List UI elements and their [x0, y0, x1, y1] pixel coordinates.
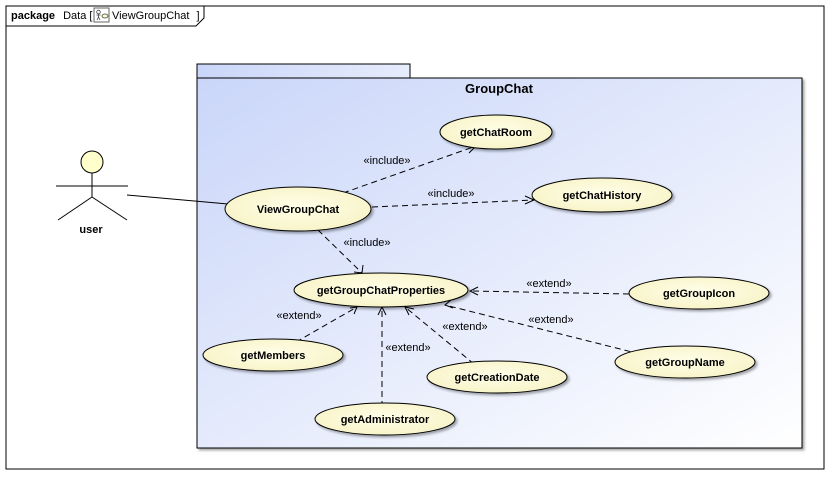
usecase-ellipse	[293, 272, 469, 308]
association-user-viewgroupchat[interactable]	[126, 194, 229, 205]
usecase-getgroupchatproperties[interactable]: getGroupChatProperties	[293, 272, 469, 308]
arrowhead-chathistory	[524, 195, 536, 205]
usecase-getmembers[interactable]: getMembers	[202, 338, 344, 372]
usecase-ellipse	[202, 338, 344, 372]
usecase-label: getCreationDate	[455, 372, 540, 384]
usecase-ellipse	[314, 402, 456, 436]
usecase-ellipse	[426, 360, 568, 394]
arrowhead-members	[349, 306, 358, 315]
usecase-getgroupname[interactable]: getGroupName	[614, 345, 756, 379]
stereotype-extend-groupicon: «extend»	[526, 278, 571, 290]
svg-text:package Data [: package Data [	[11, 10, 92, 22]
usecase-label: getAdministrator	[341, 414, 430, 426]
arrowhead-groupicon	[468, 286, 479, 296]
stereotype-extend-groupname: «extend»	[528, 314, 573, 326]
usecase-getgroupicon[interactable]: getGroupIcon	[628, 276, 770, 310]
usecase-ellipse	[628, 276, 770, 310]
usecase-ellipse	[614, 345, 756, 379]
stereotype-extend-administrator: «extend»	[385, 342, 430, 354]
stereotype-include-properties: «include»	[343, 237, 390, 249]
usecase-ellipse	[439, 114, 553, 150]
stereotype-include-chatroom: «include»	[363, 155, 410, 167]
actor-right-leg	[91, 196, 128, 221]
frame-diagram-name[interactable]: ViewGroupChat	[112, 10, 189, 22]
stereotype-include-chathistory: «include»	[427, 188, 474, 200]
stereotype-extend-creationdate: «extend»	[442, 321, 487, 333]
subject-name: GroupChat	[465, 81, 534, 96]
usecase-ellipse	[224, 186, 372, 232]
usecase-getchathistory[interactable]: getChatHistory	[531, 177, 673, 213]
arrowhead-groupname	[444, 299, 454, 309]
include-edge-properties[interactable]	[317, 229, 363, 274]
svg-text:ViewGroupChat ]: ViewGroupChat ]	[112, 10, 200, 22]
usecase-label: ViewGroupChat	[257, 204, 340, 216]
frame-keyword: package	[11, 10, 55, 22]
extend-edge-creationdate[interactable]	[404, 306, 475, 365]
extend-edge-groupname[interactable]	[444, 304, 641, 355]
use-case-diagram-icon	[93, 7, 110, 23]
usecase-getadministrator[interactable]: getAdministrator	[314, 402, 456, 436]
usecase-getcreationdate[interactable]: getCreationDate	[426, 360, 568, 394]
include-edge-chatroom[interactable]	[342, 145, 477, 194]
usecase-ellipse	[531, 177, 673, 213]
frame-name-suffix: ]	[197, 10, 200, 22]
extend-edge-members[interactable]	[295, 306, 358, 343]
usecase-label: getGroupChatProperties	[317, 285, 445, 297]
actor-name: user	[79, 224, 103, 236]
subject-tab	[196, 63, 411, 79]
arrowhead-creationdate	[404, 306, 415, 316]
usecase-label: getChatRoom	[460, 127, 532, 139]
usecase-getchatroom[interactable]: getChatRoom	[439, 114, 553, 150]
extend-edge-groupicon[interactable]	[469, 290, 630, 295]
include-edge-chathistory[interactable]	[371, 199, 535, 208]
usecase-label: getMembers	[241, 350, 306, 362]
actor-head	[80, 150, 104, 174]
actor-user[interactable]: user	[56, 150, 128, 236]
actor-left-leg	[57, 196, 93, 221]
frame-name-prefix: Data [	[63, 10, 92, 22]
usecase-viewgroupchat[interactable]: ViewGroupChat	[224, 186, 372, 232]
usecase-label: getGroupIcon	[663, 288, 735, 300]
usecase-label: getGroupName	[645, 357, 724, 369]
usecase-label: getChatHistory	[563, 190, 643, 202]
stereotype-extend-members: «extend»	[276, 310, 321, 322]
